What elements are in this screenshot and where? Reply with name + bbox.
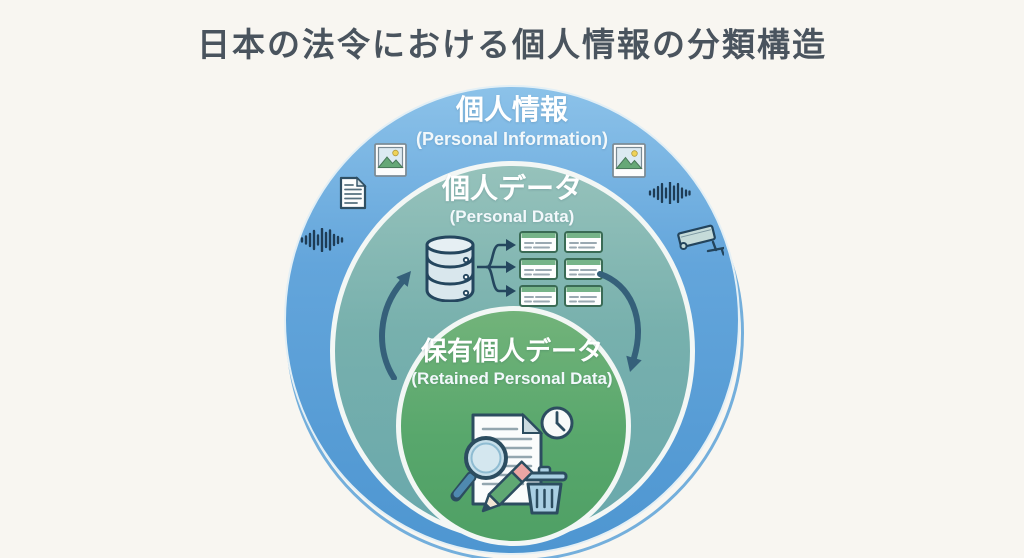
personal-information-label-en: (Personal Information) [415,128,608,149]
record-cards-icon [519,231,603,307]
branch-arrows-icon [477,239,516,297]
personal-data-label-jp: 個人データ [441,173,582,204]
retained-personal-data-label: 保有個人データ (Retained Personal Data) [0,337,1024,389]
page-title: 日本の法令における個人情報の分類構造 [197,26,827,63]
pencil-icon [481,460,534,513]
personal-data-label: 個人データ (Personal Data) [0,173,1024,227]
document-icon-left [339,176,367,210]
cctv-camera-icon [677,224,724,256]
personal-data-label-en: (Personal Data) [449,206,575,226]
retained-personal-data-label-en: (Retained Personal Data) [411,368,613,388]
retained-data-icon-cluster [450,406,574,515]
personal-information-label-jp: 個人情報 [455,94,568,125]
database-icon [425,235,475,302]
audio-waveform-icon-left [300,228,344,252]
cycle-arrow-right-icon [597,271,642,372]
retained-personal-data-label-jp: 保有個人データ [420,336,603,366]
audio-waveform-icon-right [648,182,691,204]
personal-information-label: 個人情報 (Personal Information) [0,94,1024,150]
photo-icon-right [612,143,646,178]
clock-icon [540,406,574,440]
cycle-arrow-left-icon [379,271,411,380]
photo-icon-left [374,143,407,177]
magnifier-icon [450,436,508,502]
